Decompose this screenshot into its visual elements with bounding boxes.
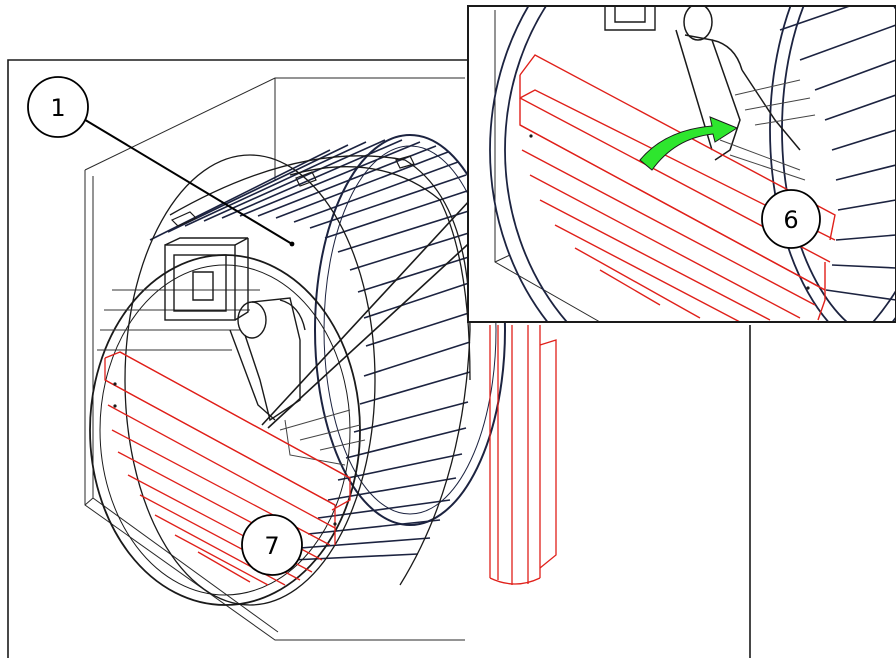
inset-barrel [489,6,896,322]
inset-view: 6 [467,5,896,323]
door-panel [489,325,557,585]
callout-1-leader [81,117,293,245]
barrel-window [164,237,249,321]
stove-pipe [229,297,306,422]
callout-7: 7 [241,514,303,576]
inset-bench-screws [529,134,810,290]
interior-floor [279,409,366,466]
callout-6: 6 [761,189,821,249]
inset-frame [467,5,896,323]
inset-window [604,6,656,31]
inset-interior [719,79,816,181]
curved-arrow-icon [639,116,739,171]
callout-6-circle [761,189,821,249]
callout-7-label: 7 [264,532,279,560]
main-view-frame [7,59,751,658]
inset-stove-pipe [675,6,801,161]
barrel-back-ring [314,134,506,526]
inset-staves [779,6,896,301]
callout-1-circle [27,76,89,138]
callout-1: 1 [27,76,295,247]
barrel-staves [149,139,473,561]
inset-leader-lines [261,199,479,429]
callout-7-circle [241,514,303,576]
callout-1-label: 1 [50,94,65,122]
top-clamps [170,155,415,227]
callout-6-label: 6 [783,206,798,234]
room-outline [84,77,465,641]
bench-screws [113,382,337,526]
